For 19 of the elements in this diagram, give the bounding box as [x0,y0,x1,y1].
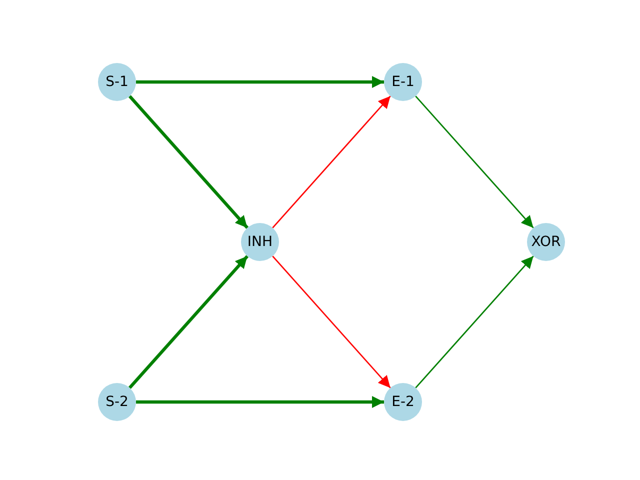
node-circle [241,223,279,261]
arrow [128,255,249,389]
node-circle [384,383,422,421]
node-circle [527,223,565,261]
arrow [128,95,249,229]
node-label: S-2 [106,395,128,409]
node-circle [98,63,136,101]
node-label: E-2 [392,395,414,409]
node-circle [384,63,422,101]
node-label: E-1 [392,75,414,89]
node-circle [98,383,136,421]
node-label: INH [247,235,273,249]
node-label: XOR [531,235,561,249]
arrow [415,256,534,388]
arrow [272,256,391,388]
arrow [136,76,384,88]
node-label: S-1 [106,75,128,89]
arrow [415,96,534,228]
arrow [136,396,384,408]
